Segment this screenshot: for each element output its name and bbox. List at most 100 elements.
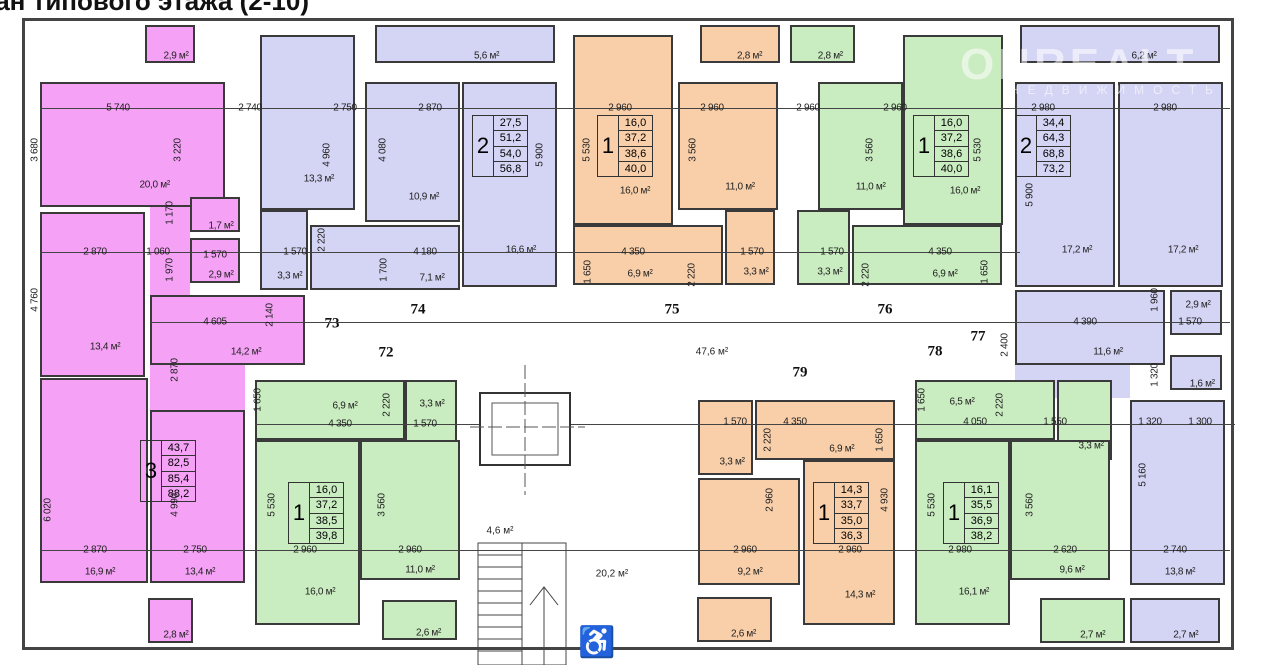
dimension-label: 2 960 [796, 102, 820, 114]
dimension-label: 2 960 [608, 102, 632, 114]
room-area-label: 11,6 м² [1093, 346, 1123, 357]
summary-value: 36,9 [965, 514, 998, 529]
summary-value: 16,0 [619, 116, 652, 132]
dimension-line [40, 252, 1020, 253]
apartment-79-room [803, 460, 895, 625]
apartment-77-room [1170, 355, 1222, 390]
apartment-77-room [1015, 82, 1115, 287]
summary-value: 38,6 [619, 147, 652, 162]
common-lobby-area: 4,6 м² [486, 525, 514, 537]
room-area-label: 1,6 м² [1189, 378, 1215, 390]
dimension-label: 1 570 [723, 416, 747, 428]
apartment-78-room [1040, 598, 1125, 643]
room-count: 1 [598, 116, 619, 176]
apartment-75-room [573, 35, 673, 225]
room-count: 1 [914, 116, 935, 176]
apartment-72-room [382, 600, 457, 640]
dimension-label: 5 530 [972, 138, 984, 162]
apartment-74-room [260, 35, 355, 210]
dimension-label: 4 350 [928, 246, 952, 258]
dimension-label: 2 870 [418, 102, 442, 114]
room-area-label: 16,1 м² [958, 586, 990, 598]
room-area-label: 2,7 м² [1173, 629, 1199, 641]
dimension-label: 1 570 [1178, 316, 1202, 328]
apartment-77-room [1170, 290, 1222, 335]
apartment-73-room [190, 238, 240, 283]
dimension-label: 2 220 [686, 263, 698, 287]
summary-value: 51,2 [494, 131, 527, 147]
apartment-77-room [1020, 25, 1220, 63]
summary-value: 56,8 [499, 162, 522, 175]
room-area-label: 2,9 м² [1185, 299, 1211, 311]
dimension-line [255, 424, 1235, 425]
apartment-76-room [797, 210, 850, 285]
room-area-label: 2,6 м² [730, 628, 757, 640]
dimension-label: 5 530 [926, 493, 938, 517]
dimension-label: 1 650 [916, 388, 928, 412]
room-area-label: 6,9 м² [829, 443, 855, 455]
dimension-label: 6 020 [42, 498, 54, 522]
apartment-76-room [852, 225, 1002, 285]
apartment-77-room [1130, 400, 1225, 585]
summary-value: 27,5 [494, 116, 527, 132]
dimension-label: 2 220 [316, 228, 328, 252]
room-area-label: 3,3 м² [743, 266, 769, 277]
dimension-label: 2 960 [398, 544, 422, 556]
room-area-label: 5,6 м² [474, 50, 500, 62]
elevator-stairs-core [470, 365, 585, 665]
room-count: 1 [814, 483, 835, 543]
dimension-label: 4 960 [321, 143, 333, 167]
room-area-label: 3,3 м² [419, 398, 445, 410]
dimension-label: 1 570 [283, 246, 307, 258]
dimension-label: 5 900 [1024, 183, 1036, 207]
apartment-number: 78 [927, 343, 943, 360]
room-area-label: 3,3 м² [277, 270, 303, 282]
summary-value: 36,3 [840, 529, 863, 542]
room-area-label: 13,3 м² [303, 173, 335, 184]
apartment-79-room [755, 400, 895, 460]
apartment-77-room [1130, 598, 1220, 643]
apartment-72-room [255, 440, 360, 625]
apartment-76-room [903, 35, 1003, 225]
common-corridor-area: 47,6 м² [695, 346, 729, 358]
apartment-number: 75 [664, 301, 680, 318]
room-area-label: 3,3 м² [817, 266, 843, 277]
dimension-label: 4 350 [621, 246, 645, 258]
apartment-72-room [360, 440, 460, 580]
apartment-number: 77 [970, 328, 986, 345]
room-area-label: 2,8 м² [817, 50, 843, 62]
summary-value: 88,2 [167, 487, 190, 500]
summary-value: 37,2 [935, 131, 968, 147]
summary-value: 16,0 [310, 483, 343, 499]
dimension-label: 5 740 [106, 102, 130, 114]
summary-value: 16,0 [935, 116, 968, 132]
apartment-75-room [573, 225, 723, 285]
room-area-label: 2,9 м² [208, 269, 234, 281]
dimension-label: 2 960 [733, 544, 757, 556]
apartment-number: 79 [792, 364, 808, 381]
apartment-74-room [462, 82, 557, 287]
room-area-label: 10,9 м² [408, 191, 440, 203]
dimension-label: 3 560 [864, 138, 876, 162]
dimension-label: 1 320 [1138, 416, 1162, 428]
room-area-label: 2,9 м² [163, 50, 189, 62]
summary-value: 14,3 [835, 483, 868, 499]
dimension-label: 2 980 [1153, 102, 1177, 114]
room-area-label: 16,0 м² [304, 586, 336, 598]
summary-value: 37,2 [619, 131, 652, 147]
room-area-label: 17,2 м² [1061, 244, 1093, 256]
dimension-label: 2 980 [1031, 102, 1055, 114]
summary-value: 39,8 [315, 529, 338, 542]
dimension-label: 2 870 [83, 246, 107, 258]
summary-value: 38,6 [935, 147, 968, 162]
summary-value: 33,7 [835, 498, 868, 514]
dimension-label: 1 570 [413, 418, 437, 430]
summary-value: 16,1 [965, 483, 998, 499]
dimension-label: 1 700 [378, 258, 390, 282]
apartment-number: 74 [410, 301, 426, 318]
room-area-label: 2,6 м² [415, 627, 442, 639]
dimension-label: 3 680 [29, 138, 41, 162]
dimension-label: 2 870 [83, 544, 107, 556]
dimension-label: 1 970 [164, 258, 176, 282]
room-count: 1 [944, 483, 965, 543]
